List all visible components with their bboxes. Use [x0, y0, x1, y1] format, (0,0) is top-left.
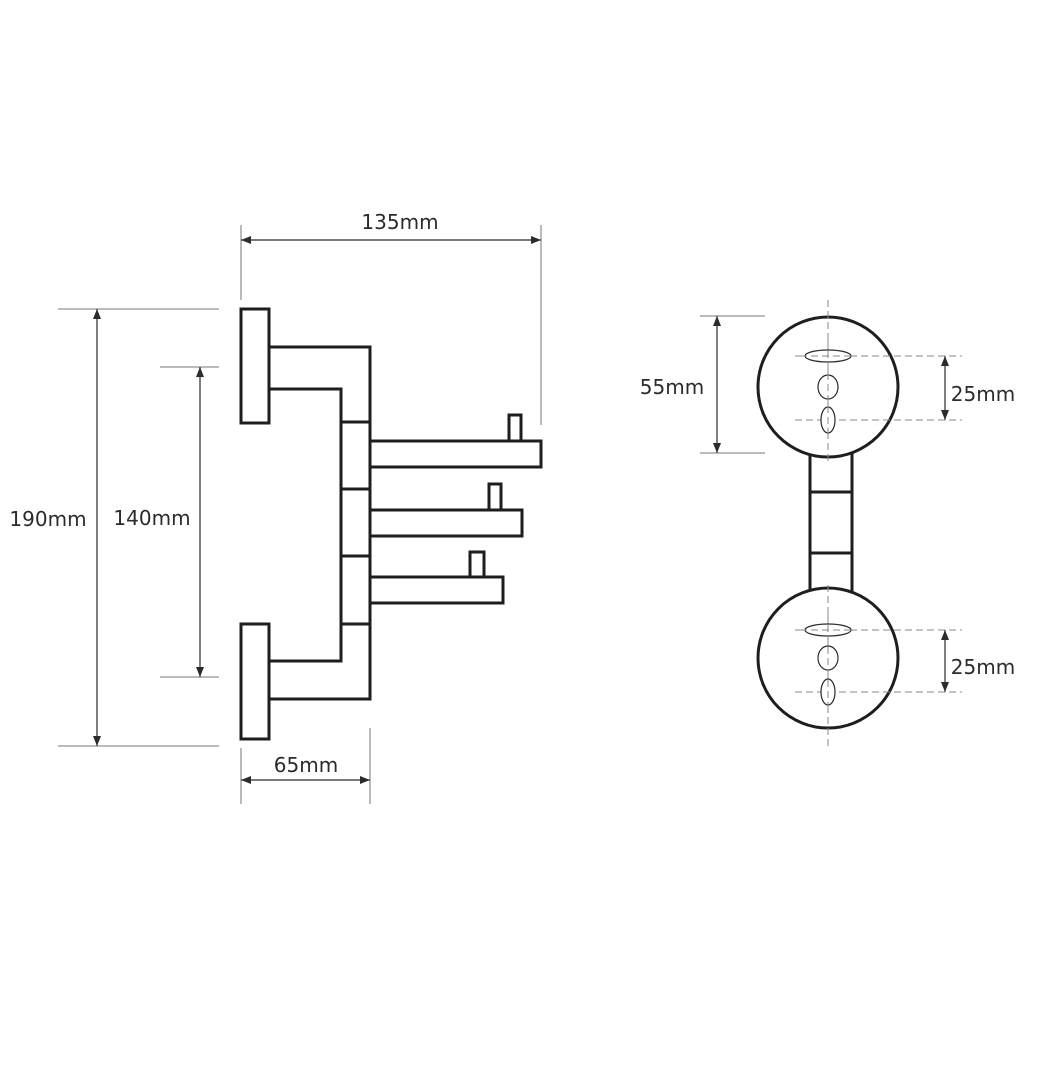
dimension-label-lower-hole-spacing: 25mm — [951, 655, 1015, 679]
dimension-label-depth: 65mm — [274, 753, 338, 777]
pivot-knuckle-3 — [339, 554, 372, 626]
pivot-knuckle-2 — [339, 487, 372, 558]
dimension-upper-hole-spacing: 25mm — [941, 356, 1015, 420]
hook-pin-1 — [507, 413, 523, 443]
dimension-label-upper-hole-spacing: 25mm — [951, 382, 1015, 406]
swing-arm-3 — [368, 575, 505, 605]
hook-pin-2 — [487, 482, 503, 512]
swing-arm-2 — [368, 508, 524, 538]
dimension-label-height-total: 190mm — [9, 507, 86, 531]
front-view — [756, 300, 962, 748]
lower-arm — [267, 622, 372, 701]
lower-wall-plate — [239, 622, 271, 741]
dimension-width-total: 135mm — [240, 210, 542, 425]
dimension-height-total: 190mm — [9, 308, 219, 747]
dimension-label-mount-spacing: 140mm — [113, 506, 190, 530]
pivot-knuckle-1 — [339, 420, 372, 491]
upper-arm — [267, 345, 372, 424]
swing-arm-1 — [368, 439, 543, 469]
upper-wall-plate — [239, 307, 271, 425]
dimension-rosette-diameter: 55mm — [640, 315, 765, 454]
dimension-lower-hole-spacing: 25mm — [941, 630, 1015, 692]
dimension-label-width-total: 135mm — [361, 210, 438, 234]
dimension-label-rosette-diameter: 55mm — [640, 375, 704, 399]
dimension-depth: 65mm — [240, 728, 371, 804]
column-segment-2 — [808, 490, 854, 555]
dimension-mount-spacing: 140mm — [113, 366, 219, 678]
hook-pin-3 — [468, 550, 486, 579]
side-view — [239, 307, 543, 741]
